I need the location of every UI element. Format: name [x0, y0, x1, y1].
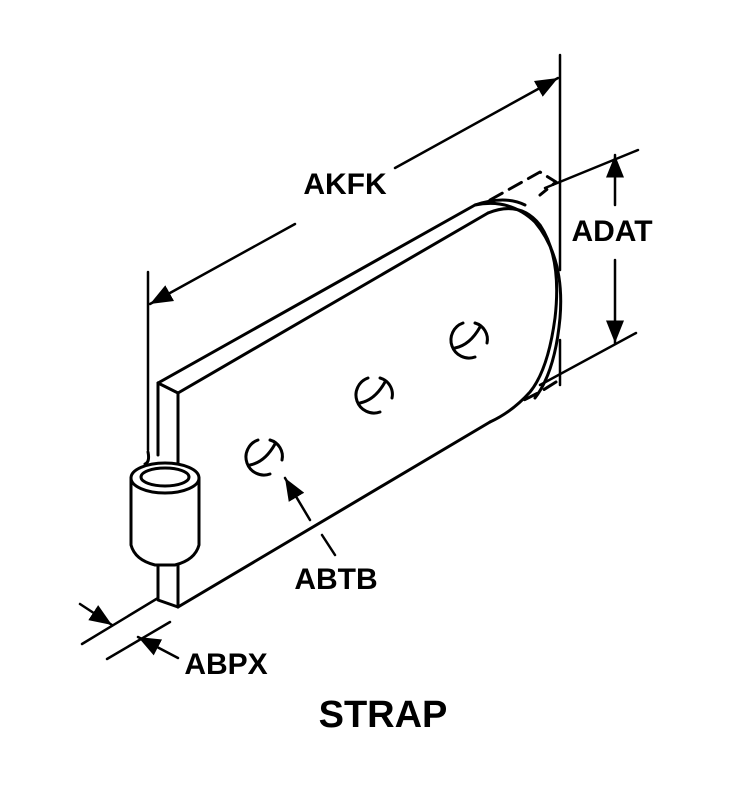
- label-abtb: ABTB: [294, 563, 378, 596]
- dimension-abpx: [78, 596, 180, 661]
- dimension-adat: [538, 148, 640, 387]
- label-abpx: ABPX: [184, 648, 268, 681]
- diagram-title: STRAP: [318, 694, 448, 736]
- dimension-abtb: [283, 476, 337, 557]
- mounting-holes: [244, 321, 489, 477]
- hidden-outline: [488, 170, 558, 404]
- hole-3: [449, 321, 489, 360]
- hole-1: [244, 438, 284, 477]
- terminal-barrel: [129, 450, 201, 567]
- hole-2: [354, 376, 394, 415]
- label-akfk: AKFK: [303, 168, 387, 201]
- dimension-akfk: [146, 53, 562, 452]
- label-adat: ADAT: [571, 215, 653, 248]
- strap-body: [156, 198, 563, 609]
